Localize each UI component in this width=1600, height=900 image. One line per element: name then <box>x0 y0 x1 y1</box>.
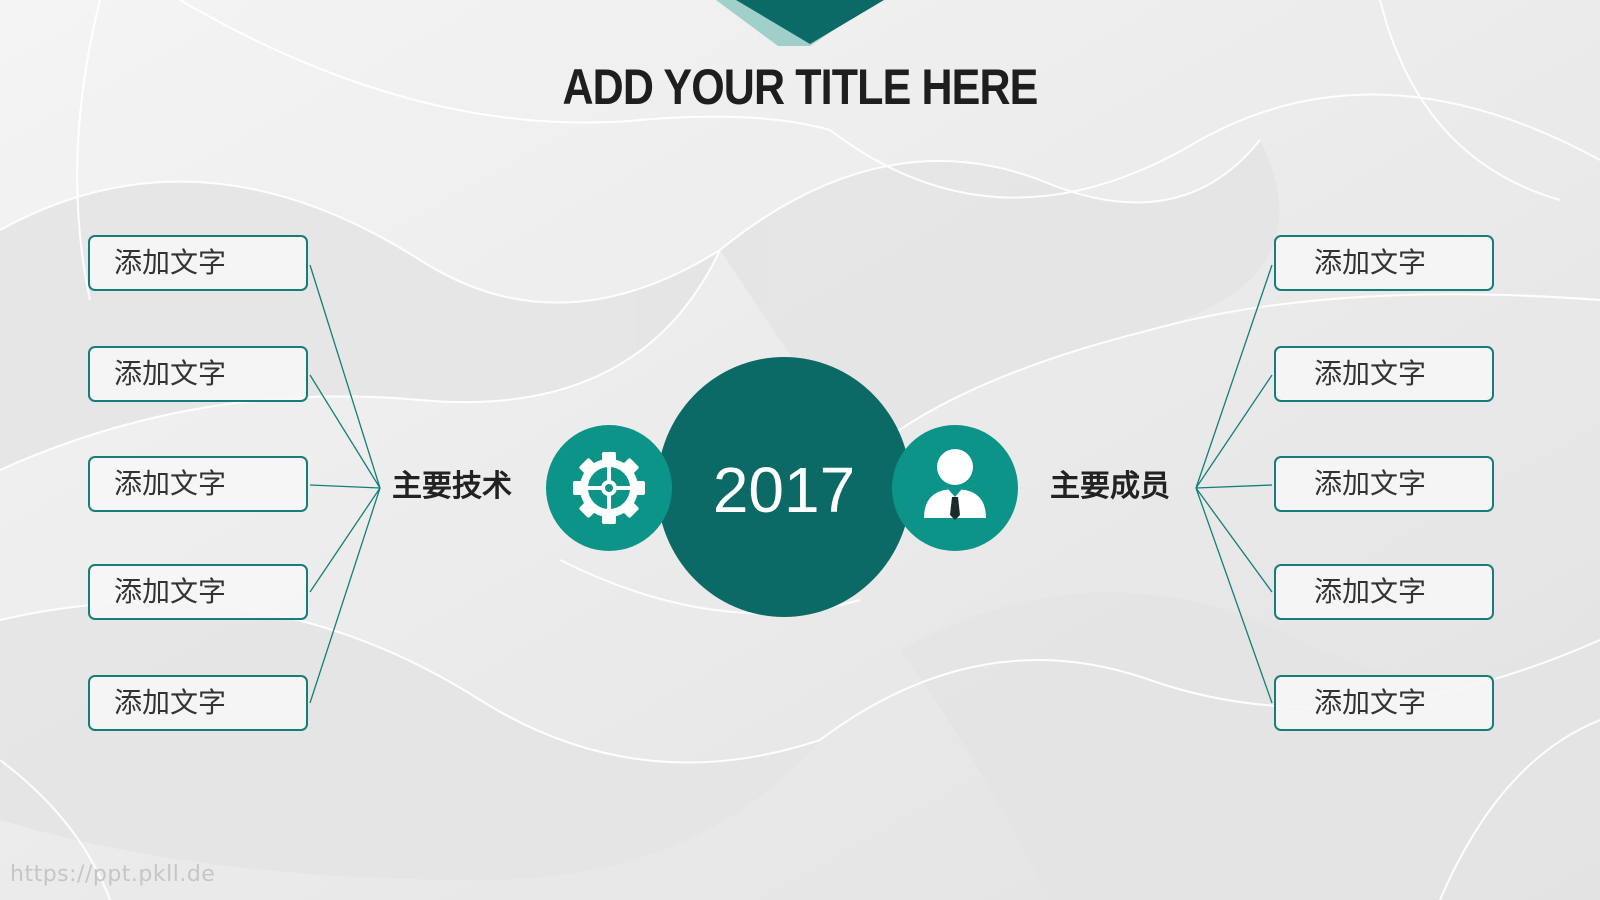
year-circle <box>657 357 911 617</box>
slide-title: ADD YOUR TITLE HERE <box>562 59 1038 115</box>
left-item-box[interactable]: 添加文字 <box>88 235 308 291</box>
right-item-box[interactable]: 添加文字 <box>1274 235 1494 291</box>
gear-icon <box>573 452 645 524</box>
left-item-box[interactable]: 添加文字 <box>88 346 308 402</box>
person-circle <box>892 425 1018 551</box>
person-icon <box>924 449 986 520</box>
right-category-label: 主要成员 <box>1050 469 1170 504</box>
right-item-box[interactable]: 添加文字 <box>1274 675 1494 731</box>
left-item-box[interactable]: 添加文字 <box>88 675 308 731</box>
watermark: https://ppt.pkll.de <box>10 862 216 887</box>
right-item-box[interactable]: 添加文字 <box>1274 564 1494 620</box>
left-item-box[interactable]: 添加文字 <box>88 456 308 512</box>
left-category-label: 主要技术 <box>392 469 512 504</box>
left-item-box[interactable]: 添加文字 <box>88 564 308 620</box>
gear-circle <box>546 425 672 551</box>
year-text: 2017 <box>712 454 856 526</box>
right-item-box[interactable]: 添加文字 <box>1274 346 1494 402</box>
right-item-box[interactable]: 添加文字 <box>1274 456 1494 512</box>
